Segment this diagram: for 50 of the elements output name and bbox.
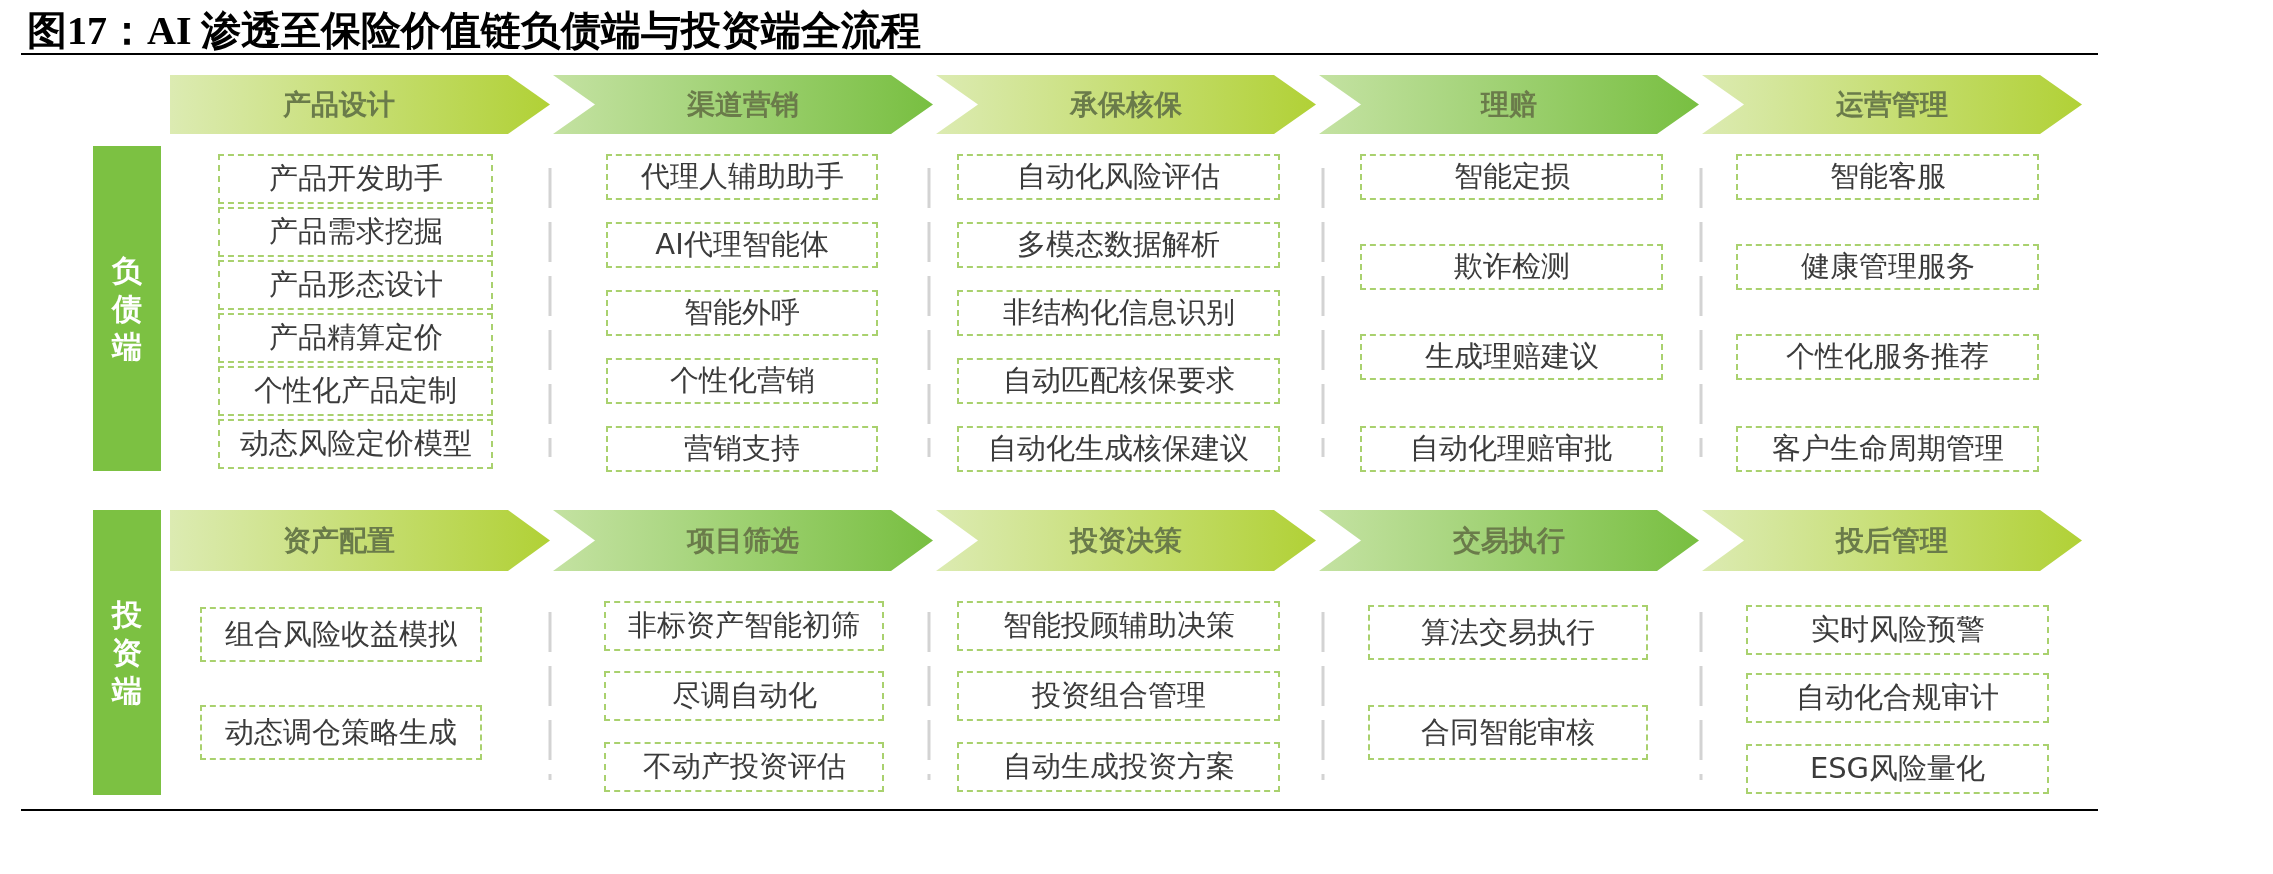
capability-box: 智能定损 [1360,154,1663,200]
capability-box: 个性化服务推荐 [1736,334,2039,380]
capability-box: 产品形态设计 [218,260,493,310]
capability-box: 动态调仓策略生成 [200,705,482,760]
side-label-band: 投资端 [93,510,161,795]
capability-box: 自动化生成核保建议 [957,426,1280,472]
capability-box: 智能客服 [1736,154,2039,200]
capability-box: 产品开发助手 [218,154,493,204]
process-stage-banner: 项目筛选 [553,510,933,571]
capability-box: 智能投顾辅助决策 [957,601,1280,651]
process-stage-banner: 渠道营销 [553,75,933,134]
capability-box: 营销支持 [606,426,878,472]
capability-box: 组合风险收益模拟 [200,607,482,662]
capability-box: 非标资产智能初筛 [604,601,884,651]
capability-box: 自动匹配核保要求 [957,358,1280,404]
capability-box: 代理人辅助助手 [606,154,878,200]
side-label-band: 负债端 [93,146,161,471]
process-stage-banner: 承保核保 [936,75,1316,134]
capability-box: 智能外呼 [606,290,878,336]
process-stage-banner: 理赔 [1319,75,1699,134]
process-stage-banner: 投后管理 [1702,510,2082,571]
capability-box: 不动产投资评估 [604,742,884,792]
process-stage-banner: 产品设计 [170,75,550,134]
capability-box: 健康管理服务 [1736,244,2039,290]
capability-box: 个性化营销 [606,358,878,404]
capability-box: 算法交易执行 [1368,605,1648,660]
process-stage-banner: 投资决策 [936,510,1316,571]
capability-box: 个性化产品定制 [218,366,493,416]
figure-title: 图17：AI 渗透至保险价值链负债端与投资端全流程 [27,7,922,55]
capability-box: 合同智能审核 [1368,705,1648,760]
capability-box: 非结构化信息识别 [957,290,1280,336]
capability-box: 自动生成投资方案 [957,742,1280,792]
capability-box: 生成理赔建议 [1360,334,1663,380]
process-stage-banner: 运营管理 [1702,75,2082,134]
capability-box: 尽调自动化 [604,671,884,721]
capability-box: 产品需求挖掘 [218,207,493,257]
process-stage-banner: 资产配置 [170,510,550,571]
capability-box: 产品精算定价 [218,313,493,363]
capability-box: 客户生命周期管理 [1736,426,2039,472]
capability-box: 多模态数据解析 [957,222,1280,268]
capability-box: 实时风险预警 [1746,605,2049,655]
capability-box: 投资组合管理 [957,671,1280,721]
capability-box: 自动化风险评估 [957,154,1280,200]
capability-box: AI代理智能体 [606,222,878,268]
capability-box: 欺诈检测 [1360,244,1663,290]
capability-box: 自动化合规审计 [1746,673,2049,723]
process-stage-banner: 交易执行 [1319,510,1699,571]
capability-box: ESG风险量化 [1746,744,2049,794]
capability-box: 自动化理赔审批 [1360,426,1663,472]
capability-box: 动态风险定价模型 [218,419,493,469]
